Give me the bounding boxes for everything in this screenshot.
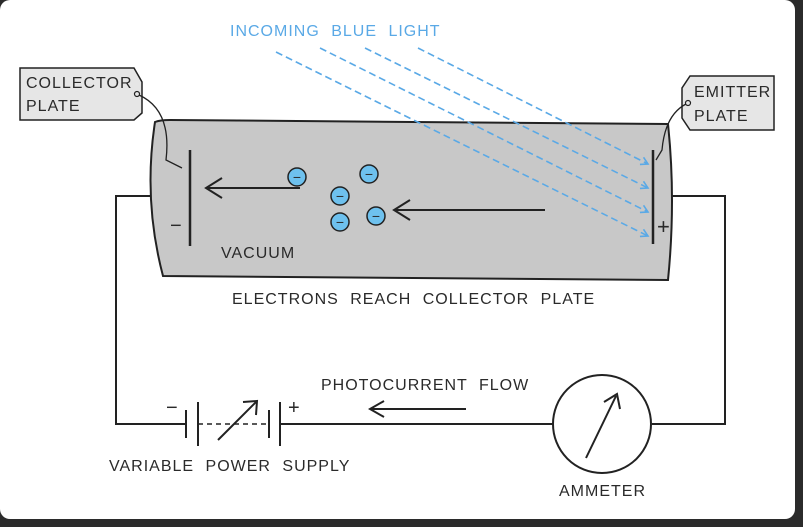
ammeter bbox=[552, 374, 652, 474]
battery-minus-sign: − bbox=[166, 397, 179, 419]
emitter-plate-tag: EMITTER PLATE bbox=[655, 75, 775, 161]
photocurrent-label: PHOTOCURRENT FLOW bbox=[321, 377, 529, 394]
electrons-reach-label: ELECTRONS REACH COLLECTOR PLATE bbox=[232, 291, 595, 308]
electron: − bbox=[330, 186, 350, 206]
wire-right bbox=[652, 195, 726, 425]
photocurrent-arrow bbox=[367, 400, 466, 418]
emitter-sign: + bbox=[657, 214, 671, 239]
svg-text:COLLECTOR: COLLECTOR bbox=[26, 75, 133, 92]
electron: − bbox=[330, 212, 350, 232]
svg-text:−: − bbox=[372, 208, 380, 224]
incoming-light-label: INCOMING BLUE LIGHT bbox=[230, 23, 441, 40]
svg-text:PLATE: PLATE bbox=[694, 108, 749, 125]
power-supply-label: VARIABLE POWER SUPPLY bbox=[109, 458, 350, 475]
battery-plus-sign: + bbox=[288, 397, 301, 419]
light-rays bbox=[275, 47, 650, 238]
svg-text:−: − bbox=[365, 166, 373, 182]
electron: − bbox=[359, 164, 379, 184]
svg-text:−: − bbox=[336, 214, 344, 230]
variable-power-supply bbox=[185, 399, 281, 446]
vacuum-label: VACUUM bbox=[221, 245, 295, 262]
svg-text:−: − bbox=[293, 169, 301, 185]
vacuum-tube bbox=[149, 118, 673, 282]
ammeter-label: AMMETER bbox=[559, 483, 646, 500]
svg-text:EMITTER: EMITTER bbox=[694, 84, 771, 101]
electron: − bbox=[287, 167, 307, 187]
electron-arrow-upper bbox=[204, 177, 300, 199]
electron: − bbox=[366, 206, 386, 226]
collector-plate-tag: COLLECTOR PLATE bbox=[19, 67, 183, 169]
svg-text:−: − bbox=[336, 188, 344, 204]
svg-text:PLATE: PLATE bbox=[26, 98, 81, 115]
collector-sign: − bbox=[170, 215, 183, 237]
electron-arrow-lower bbox=[392, 199, 545, 221]
